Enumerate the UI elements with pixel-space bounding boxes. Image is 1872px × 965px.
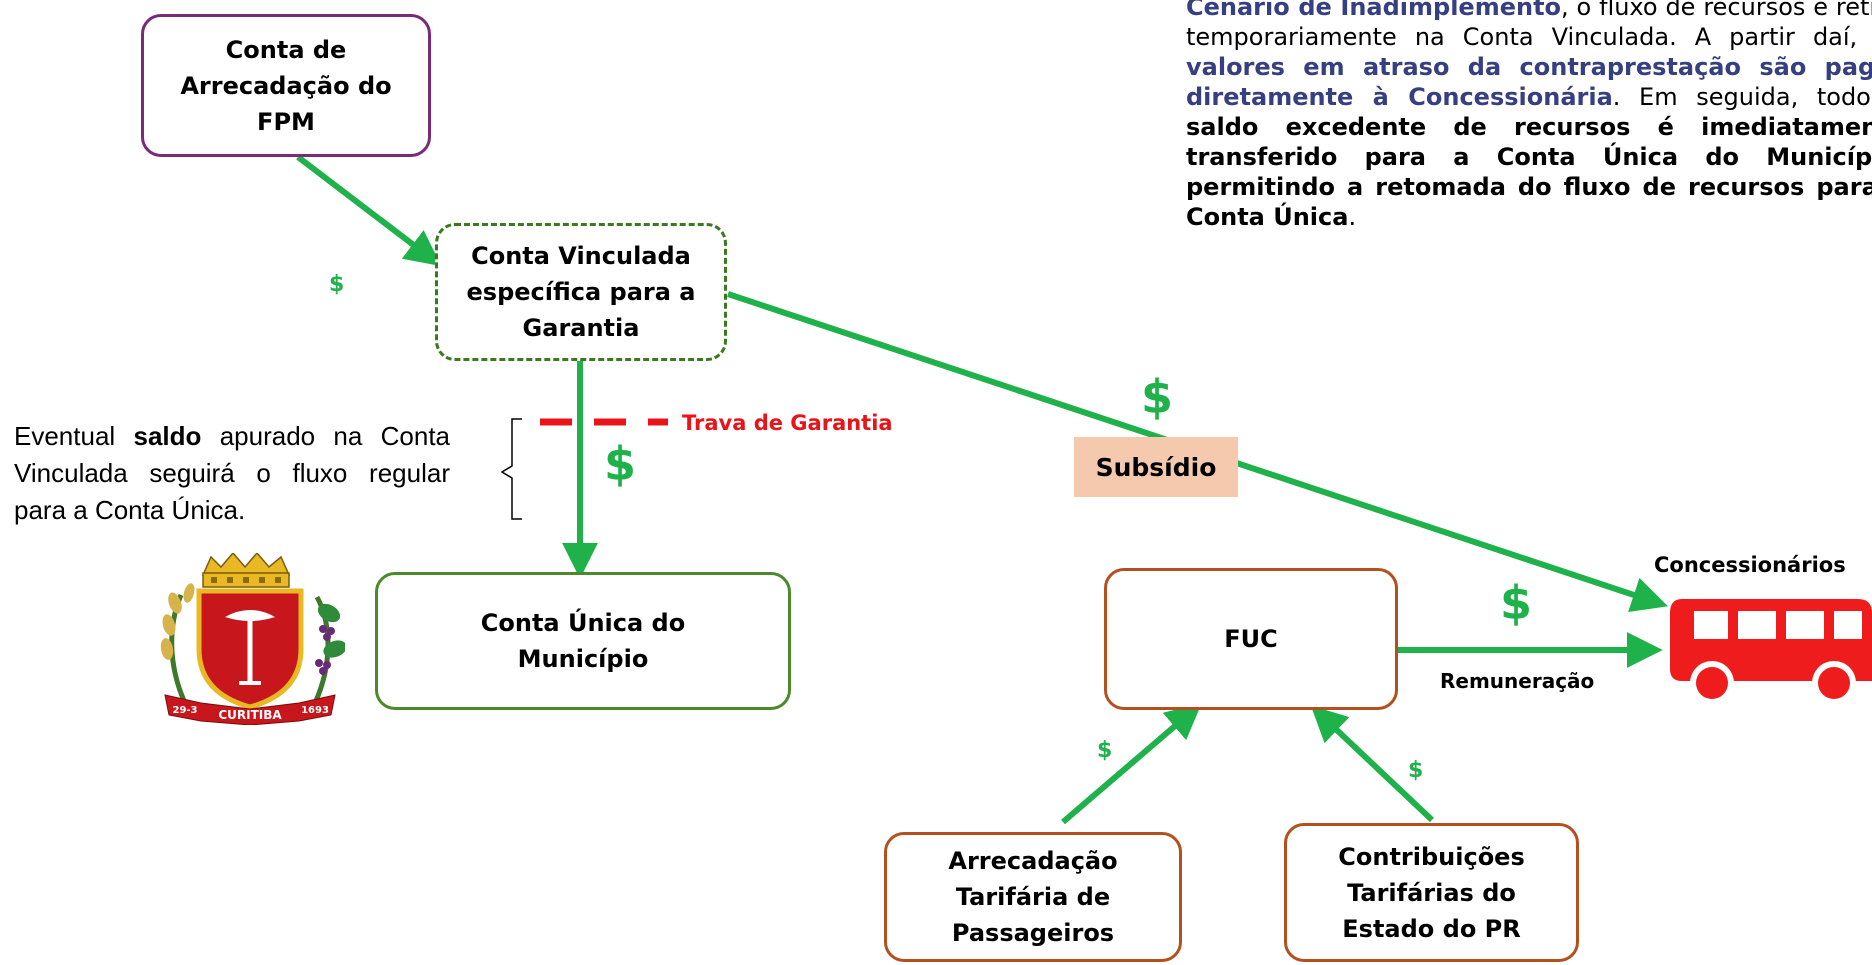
left-note-text: apurado na Conta Vinculada seguirá o flu… <box>14 421 451 525</box>
subsidio-text: Subsídio <box>1095 452 1217 482</box>
fuc-box: FUC <box>1104 568 1398 710</box>
concessionarios-label: Concessionários <box>1654 553 1846 577</box>
contribuicoes-estado-box: Contribuições Tarifárias do Estado do PR <box>1284 823 1579 962</box>
dollar-passageiros: $ <box>1097 738 1113 763</box>
note-highlight: os valores em atraso da contraprestação … <box>1186 53 1872 111</box>
box-line: FPM <box>257 107 315 136</box>
left-note-text: Eventual <box>14 421 134 451</box>
arrow-passageiros-to-fuc <box>1061 703 1202 825</box>
dollar-vinculada-unica: $ <box>604 437 637 491</box>
bus-icon <box>1670 599 1872 705</box>
dollar-subsidio: $ <box>1141 370 1174 424</box>
box-line: Contribuições <box>1338 842 1525 871</box>
box-line: Município <box>517 645 649 673</box>
note-text: . Em seguida, todo <box>1612 83 1872 111</box>
left-note-bold: saldo <box>133 421 202 451</box>
box-line: Garantia <box>522 314 640 342</box>
box-line: Passageiros <box>951 919 1115 947</box>
trava-garantia-label: Trava de Garantia <box>682 411 893 435</box>
subsidio-label: Subsídio <box>1074 437 1238 497</box>
coat-year-right: 1693 <box>301 705 329 716</box>
dollar-remuneracao: $ <box>1500 576 1533 630</box>
curitiba-coat-of-arms-icon: CURITIBA 29-3 1693 <box>160 553 345 725</box>
box-line: Tarifária de <box>955 883 1111 911</box>
dollar-estado: $ <box>1408 758 1424 783</box>
note-text: , o fluxo de recursos é retido temporari… <box>1186 0 1872 51</box>
box-line: Conta Vinculada <box>471 242 691 270</box>
top-right-note: Cenário de Inadimplemento, o fluxo de re… <box>1186 0 1872 232</box>
left-note-brace <box>500 418 522 520</box>
note-highlight: Cenário de Inadimplemento <box>1186 0 1562 21</box>
box-line: FUC <box>1224 625 1278 653</box>
arrecadacao-passageiros-box: Arrecadação Tarifária de Passageiros <box>884 832 1182 962</box>
coat-year-left: 29-3 <box>172 705 197 716</box>
box-line: Conta Única do <box>480 609 686 637</box>
box-line: Arrecadação do <box>180 71 392 100</box>
remuneracao-label: Remuneração <box>1440 669 1595 693</box>
box-line: Arrecadação <box>948 847 1118 875</box>
conta-arrecadacao-fpm-box: Conta de Arrecadação do FPM <box>141 14 431 157</box>
box-line: Tarifárias do <box>1347 878 1516 907</box>
coat-banner-text: CURITIBA <box>218 708 282 722</box>
note-text: . <box>1348 203 1357 231</box>
conta-vinculada-box: Conta Vinculada específica para a Garant… <box>435 223 727 361</box>
box-line: Conta de <box>225 35 347 64</box>
arrow-fpm-to-vinculada <box>296 154 442 267</box>
box-line: Estado do PR <box>1342 914 1521 943</box>
dollar-fpm: $ <box>329 272 345 297</box>
conta-unica-box: Conta Única do Município <box>375 572 791 710</box>
left-note: Eventual saldo apurado na Conta Vinculad… <box>14 418 450 529</box>
box-line: específica para a <box>466 278 696 306</box>
arrow-estado-to-fuc <box>1310 705 1435 823</box>
note-bold: o saldo excedente de recursos é imediata… <box>1186 113 1872 231</box>
